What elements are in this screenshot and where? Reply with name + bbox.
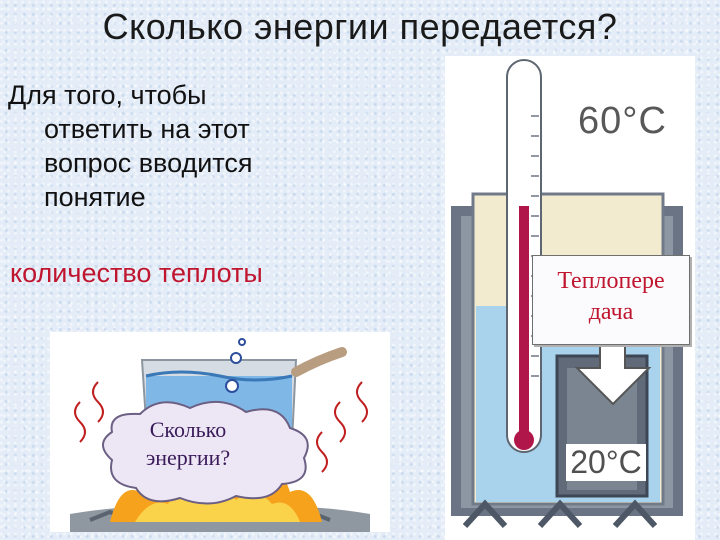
temperature-20-label: 20°C [566,444,646,481]
term-heat-quantity: количество теплоты [10,258,263,288]
heat-transfer-line-2: дача [588,299,634,325]
intro-line-3: вопрос вводится [44,148,253,178]
hand [291,347,347,377]
thought-cloud [102,401,309,505]
heat-transfer-line-1: Теплопере [557,268,665,294]
vessel-stand [462,499,658,529]
slide-title: Сколько энергии передается? [102,6,618,47]
intro-line-2: ответить на этот [44,114,250,144]
temperature-60-label: 60°C [578,100,667,142]
heat-transfer-label: Теплопере дача [532,255,690,345]
intro-line-1: Для того, чтобы [8,80,207,110]
bubble-2 [238,338,246,346]
bubble-3 [225,379,239,393]
intro-text: Для того, чтобы ответить на этот вопрос … [8,78,388,214]
cloud-line-2: энергии? [145,445,231,470]
cloud-question: Сколько энергии? [128,416,248,472]
thermometer-column [519,206,529,442]
cloud-line-1: Сколько [149,417,227,442]
intro-line-4: понятие [44,182,146,212]
pot-on-fire-illustration [50,332,390,532]
bubble-1 [230,352,242,364]
